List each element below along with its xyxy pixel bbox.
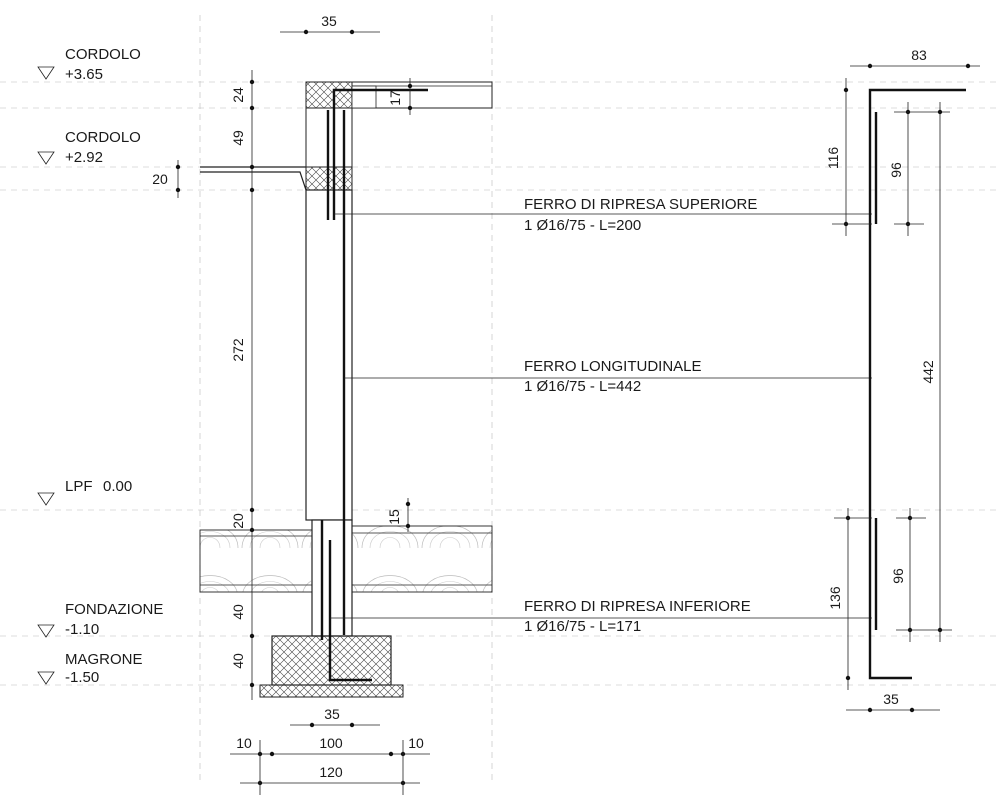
level-triangle-icon <box>37 66 55 80</box>
level-name: MAGRONE <box>65 651 143 668</box>
annotation-lower-splice: FERRO DI RIPRESA INFERIORE 1 Ø16/75 - L=… <box>330 598 872 635</box>
section-reinforcement <box>320 88 428 682</box>
lower-splice-bar <box>328 540 372 682</box>
level-name: FONDAZIONE <box>65 601 163 618</box>
annotation-spec: 1 Ø16/75 - L=171 <box>524 618 641 635</box>
level-value: -1.50 <box>65 669 99 686</box>
bar-schedule: 83 116 96 442 96 136 35 <box>825 47 980 713</box>
dim-wall-main: 272 <box>230 338 246 362</box>
annotation-longitudinal: FERRO LONGITUDINALE 1 Ø16/75 - L=442 <box>344 358 872 395</box>
level-triangle-icon <box>37 151 55 165</box>
level-triangle-icon <box>37 624 55 638</box>
level-guide-lines <box>0 15 1000 780</box>
dim-lower-slab-band: 20 <box>230 513 246 529</box>
annotation-upper-splice: FERRO DI RIPRESA SUPERIORE 1 Ø16/75 - L=… <box>334 196 872 234</box>
dim-foundation-total: 120 <box>319 764 343 780</box>
dim-lower-splice: 136 <box>827 586 843 610</box>
level-value: +3.65 <box>65 66 103 83</box>
dim-wall-upper: 49 <box>230 130 246 146</box>
dim-ledge: 20 <box>152 171 168 187</box>
dim-total-length: 442 <box>920 360 936 384</box>
dim-foundation: 40 <box>230 604 246 620</box>
level-triangle-icon <box>37 492 55 506</box>
dim-bottom-hook: 35 <box>883 691 899 707</box>
annotation-title: FERRO DI RIPRESA INFERIORE <box>524 598 751 615</box>
dim-top-width: 35 <box>321 13 337 29</box>
dim-magrone: 40 <box>230 653 246 669</box>
dim-foundation-inner: 100 <box>319 735 343 751</box>
level-triangle-icon <box>37 671 55 685</box>
level-name: LPF <box>65 478 93 495</box>
annotation-title: FERRO DI RIPRESA SUPERIORE <box>524 196 757 213</box>
level-value: +2.92 <box>65 149 103 166</box>
dim-right-offset: 10 <box>408 735 424 751</box>
level-marker-fondazione: FONDAZIONE -1.10 <box>37 601 163 638</box>
dim-upper-splice: 116 <box>825 147 841 170</box>
dim-slab-top: 17 <box>387 90 403 106</box>
dim-top-hook: 83 <box>911 47 927 63</box>
level-name: CORDOLO <box>65 46 141 63</box>
level-value: 0.00 <box>103 478 132 495</box>
level-marker-magrone: MAGRONE -1.50 <box>37 651 143 686</box>
annotation-title: FERRO LONGITUDINALE <box>524 358 702 375</box>
dim-left-offset: 10 <box>236 735 252 751</box>
level-value: -1.10 <box>65 621 99 638</box>
annotation-spec: 1 Ø16/75 - L=200 <box>524 217 641 234</box>
schedule-bar <box>868 88 966 680</box>
level-marker-cordolo-top: CORDOLO +3.65 <box>37 46 141 83</box>
dim-upper-lap: 96 <box>888 162 904 178</box>
section-dimensions: 35 24 49 272 20 40 40 20 17 15 35 <box>152 13 430 795</box>
level-marker-cordolo-mid: CORDOLO +2.92 <box>37 129 141 166</box>
dim-cordolo-top: 24 <box>230 87 246 103</box>
level-name: CORDOLO <box>65 129 141 146</box>
dim-lower-lap: 96 <box>890 568 906 584</box>
dim-base-wall: 35 <box>324 706 340 722</box>
dim-lower-slab: 15 <box>386 509 402 525</box>
upper-splice-bar <box>332 88 428 220</box>
annotation-spec: 1 Ø16/75 - L=442 <box>524 378 641 395</box>
level-marker-lpf: LPF 0.00 <box>37 478 132 506</box>
